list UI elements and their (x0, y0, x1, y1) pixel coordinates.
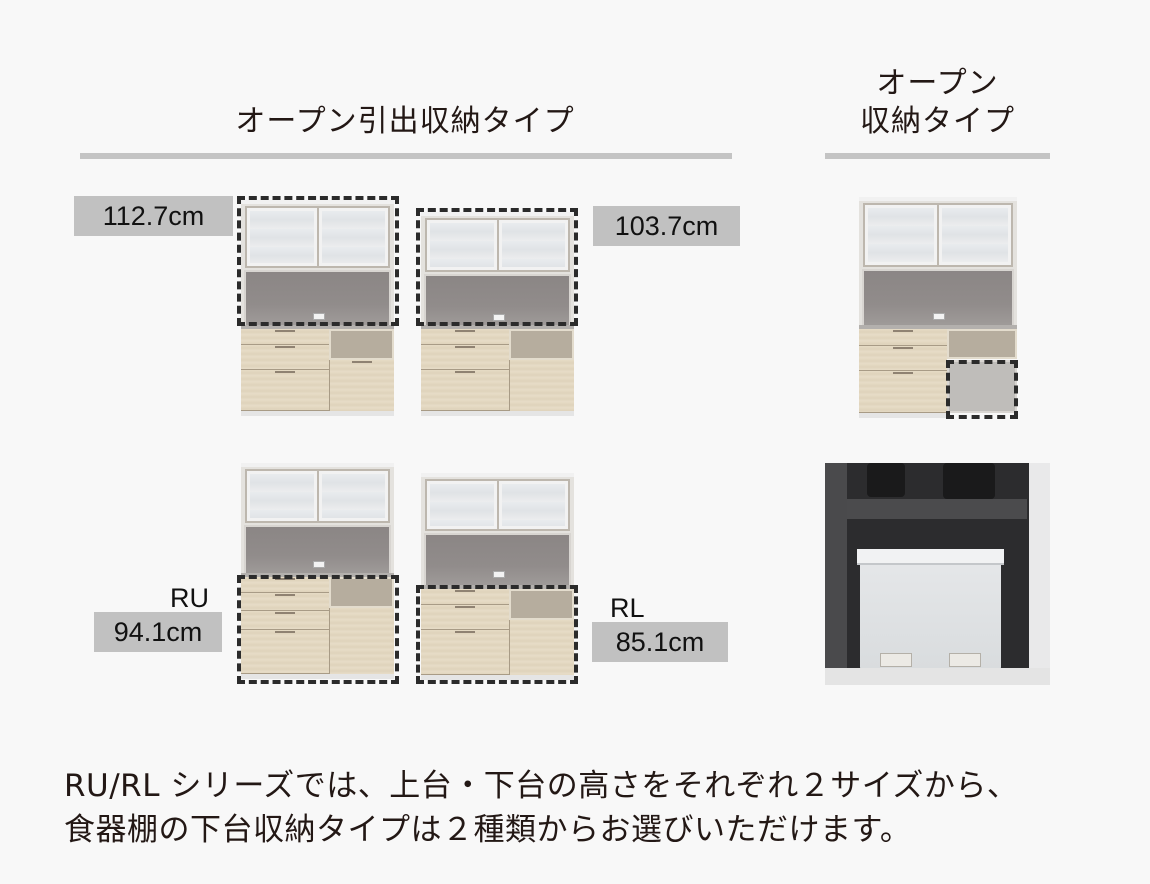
photo-trash-bin-left (857, 549, 935, 669)
divider-drawer-type (80, 153, 732, 159)
plinth (241, 411, 394, 416)
drawer (421, 630, 509, 675)
upper-cabinet (241, 463, 394, 577)
divider-open-type (825, 153, 1050, 159)
height-label-112-7: 112.7cm (74, 196, 233, 236)
outlet-icon (312, 313, 325, 320)
glass-doors (863, 203, 1013, 267)
drawer (241, 593, 329, 611)
glass-door-right (498, 481, 568, 529)
drawer (859, 329, 947, 346)
lower-cabinet (421, 589, 574, 675)
glass-door-right (318, 208, 388, 266)
photo-shelf (847, 499, 1027, 519)
highlight-upper-short (416, 208, 578, 326)
open-appliance-compartment (329, 329, 394, 360)
lower-door (509, 360, 574, 411)
photo-floor (825, 668, 1050, 685)
upper-cabinet (421, 473, 574, 589)
glass-door-right (939, 205, 1011, 265)
photo-rice-cooker (943, 463, 995, 499)
drawer (241, 577, 329, 593)
cupboard-illustration-upper-short (421, 212, 574, 416)
backsplash-niche (244, 270, 391, 328)
open-appliance-compartment (947, 329, 1017, 359)
upper-cabinet (859, 197, 1017, 329)
drawer (859, 346, 947, 371)
glass-door-left (247, 471, 317, 521)
glass-doors (245, 469, 390, 523)
outlet-icon (312, 561, 325, 568)
plinth (859, 413, 947, 418)
series-label-rl: RL (610, 593, 645, 623)
drawer (859, 371, 947, 413)
glass-doors (425, 218, 570, 272)
photo-trash-bins-open-storage (825, 463, 1050, 685)
glass-door-right (318, 471, 388, 521)
lower-cabinet (421, 329, 574, 411)
series-label-ru: RU (170, 583, 209, 613)
drawer (241, 329, 329, 345)
drawer (241, 370, 329, 411)
highlight-open-bin-slot (946, 360, 1018, 419)
height-label-85-1: 85.1cm (592, 622, 728, 662)
heading-open-type-line1: オープン (876, 66, 999, 101)
height-label-94-1: 94.1cm (94, 612, 222, 652)
upper-cabinet (241, 200, 394, 329)
lower-cabinet (241, 329, 394, 411)
drawer (421, 370, 509, 411)
glass-door-left (247, 208, 317, 266)
plinth (421, 675, 574, 680)
drawer (241, 345, 329, 370)
backsplash-niche (244, 525, 391, 577)
photo-cabinet-side (825, 463, 847, 668)
plinth (421, 411, 574, 416)
backsplash-niche (862, 269, 1014, 329)
outlet-icon (492, 314, 505, 321)
glass-door-left (427, 481, 497, 529)
upper-cabinet (421, 212, 574, 329)
lower-door (329, 360, 394, 411)
open-appliance-compartment (509, 329, 574, 360)
photo-trash-bin-right (926, 549, 1004, 669)
countertop (859, 325, 1017, 329)
open-appliance-compartment (509, 589, 574, 620)
lower-door (329, 608, 394, 674)
countertop (241, 325, 394, 329)
cupboard-illustration-upper-tall (241, 200, 394, 416)
outlet-icon (492, 571, 505, 578)
highlight-lower-ru (237, 575, 399, 684)
highlight-lower-rl (416, 585, 578, 684)
drawer (421, 589, 509, 605)
drawer (421, 605, 509, 630)
countertop (421, 325, 574, 329)
drawer (421, 329, 509, 345)
lower-cabinet (241, 577, 394, 674)
highlight-upper-tall (237, 196, 399, 326)
outlet-icon (933, 313, 945, 320)
cupboard-illustration-rl (421, 473, 574, 682)
height-label-103-7: 103.7cm (593, 206, 740, 246)
heading-open-type-line2: 収納タイプ (860, 104, 1015, 139)
cupboard-illustration-ru (241, 463, 394, 682)
glass-doors (245, 206, 390, 268)
description-line-1: RU/RL シリーズでは、上台・下台の高さをそれぞれ２サイズから、 (64, 768, 1019, 804)
glass-door-left (865, 205, 937, 265)
drawer (421, 345, 509, 370)
drawer (241, 611, 329, 630)
photo-kettle (867, 463, 905, 497)
glass-doors (425, 479, 570, 531)
glass-door-left (427, 220, 497, 270)
backsplash-niche (424, 533, 571, 589)
photo-wall (1029, 463, 1050, 685)
plinth (241, 674, 394, 679)
heading-drawer-type: オープン引出収納タイプ (235, 104, 575, 139)
lower-door (509, 620, 574, 675)
glass-door-right (498, 220, 568, 270)
drawer (241, 630, 329, 674)
description-line-2: 食器棚の下台収納タイプは２種類からお選びいただけます。 (64, 812, 912, 848)
